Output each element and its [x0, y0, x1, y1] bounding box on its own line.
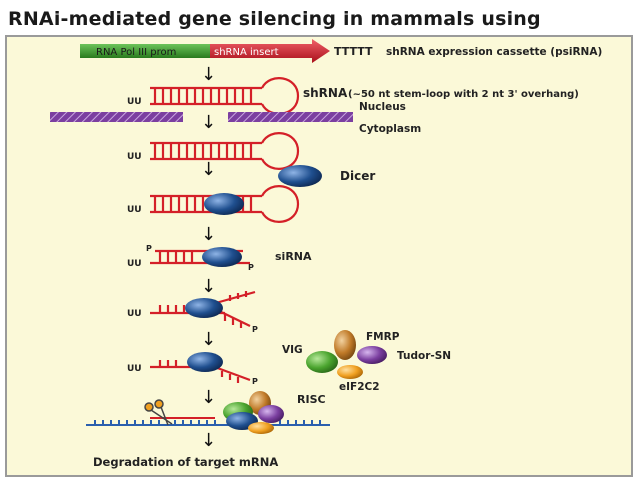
shrna-hairpin-cytoplasm: [150, 132, 300, 170]
phosphate-p-1: P: [146, 244, 152, 253]
vig-protein: [306, 351, 338, 373]
overhang-uu-3: UU: [127, 205, 142, 215]
dicer-on-hairpin: [204, 193, 244, 215]
dicer-label: Dicer: [340, 169, 375, 183]
tudor-sn-label: Tudor-SN: [397, 350, 451, 362]
membrane-left: [50, 112, 183, 122]
overhang-uu-1: UU: [127, 97, 142, 107]
phosphate-p-2: P: [248, 263, 254, 272]
target-mrna: [86, 420, 330, 426]
cytoplasm-label: Cytoplasm: [359, 123, 421, 135]
overhang-uu-5: UU: [127, 309, 142, 319]
step-arrow-7: ↓: [201, 387, 216, 408]
scissors-icon: [144, 399, 173, 426]
terminator-label: TTTTT: [334, 45, 373, 58]
cassette-description: shRNA expression cassette (psiRNA): [386, 46, 602, 58]
insert-arrow: [210, 39, 330, 63]
risc-eif2c2: [248, 422, 274, 434]
nucleus-label: Nucleus: [359, 101, 406, 113]
dicer-on-sirna: [202, 247, 242, 267]
risc-label: RISC: [297, 393, 326, 406]
step-arrow-5: ↓: [201, 276, 216, 297]
expression-cassette: RNA Pol III prom shRNA insert TTTTT shRN…: [80, 39, 602, 63]
insert-label: shRNA insert: [214, 47, 279, 58]
step-arrow-2: ↓: [201, 112, 216, 133]
overhang-uu-6: UU: [127, 364, 142, 374]
step-arrow-4: ↓: [201, 224, 216, 245]
phosphate-p-3: P: [252, 325, 258, 334]
tudor-sn-protein: [357, 346, 387, 364]
vig-label: VIG: [282, 344, 303, 356]
dicer-bound-hairpin: [150, 185, 300, 223]
promoter-segment: [80, 44, 210, 58]
step-arrow-3: ↓: [201, 159, 216, 180]
risc-complex: [223, 391, 284, 434]
membrane-right: [228, 112, 353, 122]
overhang-uu-2: UU: [127, 152, 142, 162]
overhang-uu-4: UU: [127, 259, 142, 269]
eif2c2-label: eIF2C2: [339, 381, 380, 393]
phosphate-p-4: P: [252, 377, 258, 386]
eif2c2-protein: [337, 365, 363, 379]
shrna-label: shRNA: [303, 86, 348, 100]
promoter-label: RNA Pol III prom: [96, 47, 176, 58]
dicer-unwinding-2: [187, 352, 223, 372]
risc-tudor: [258, 405, 284, 423]
diagram-panel: [5, 35, 633, 477]
fmrp-protein: [334, 330, 356, 360]
dicer-unwinding-1: [185, 298, 223, 318]
shrna-hairpin: [150, 77, 300, 115]
step-arrow-6: ↓: [201, 329, 216, 350]
dicer-enzyme: [278, 165, 322, 187]
step-arrow-1: ↓: [201, 64, 216, 85]
degradation-label: Degradation of target mRNA: [93, 455, 278, 469]
fmrp-label: FMRP: [366, 331, 400, 343]
sirna-label: siRNA: [275, 250, 312, 263]
shrna-note: (~50 nt stem-loop with 2 nt 3' overhang): [348, 89, 579, 100]
step-arrow-8: ↓: [201, 430, 216, 451]
